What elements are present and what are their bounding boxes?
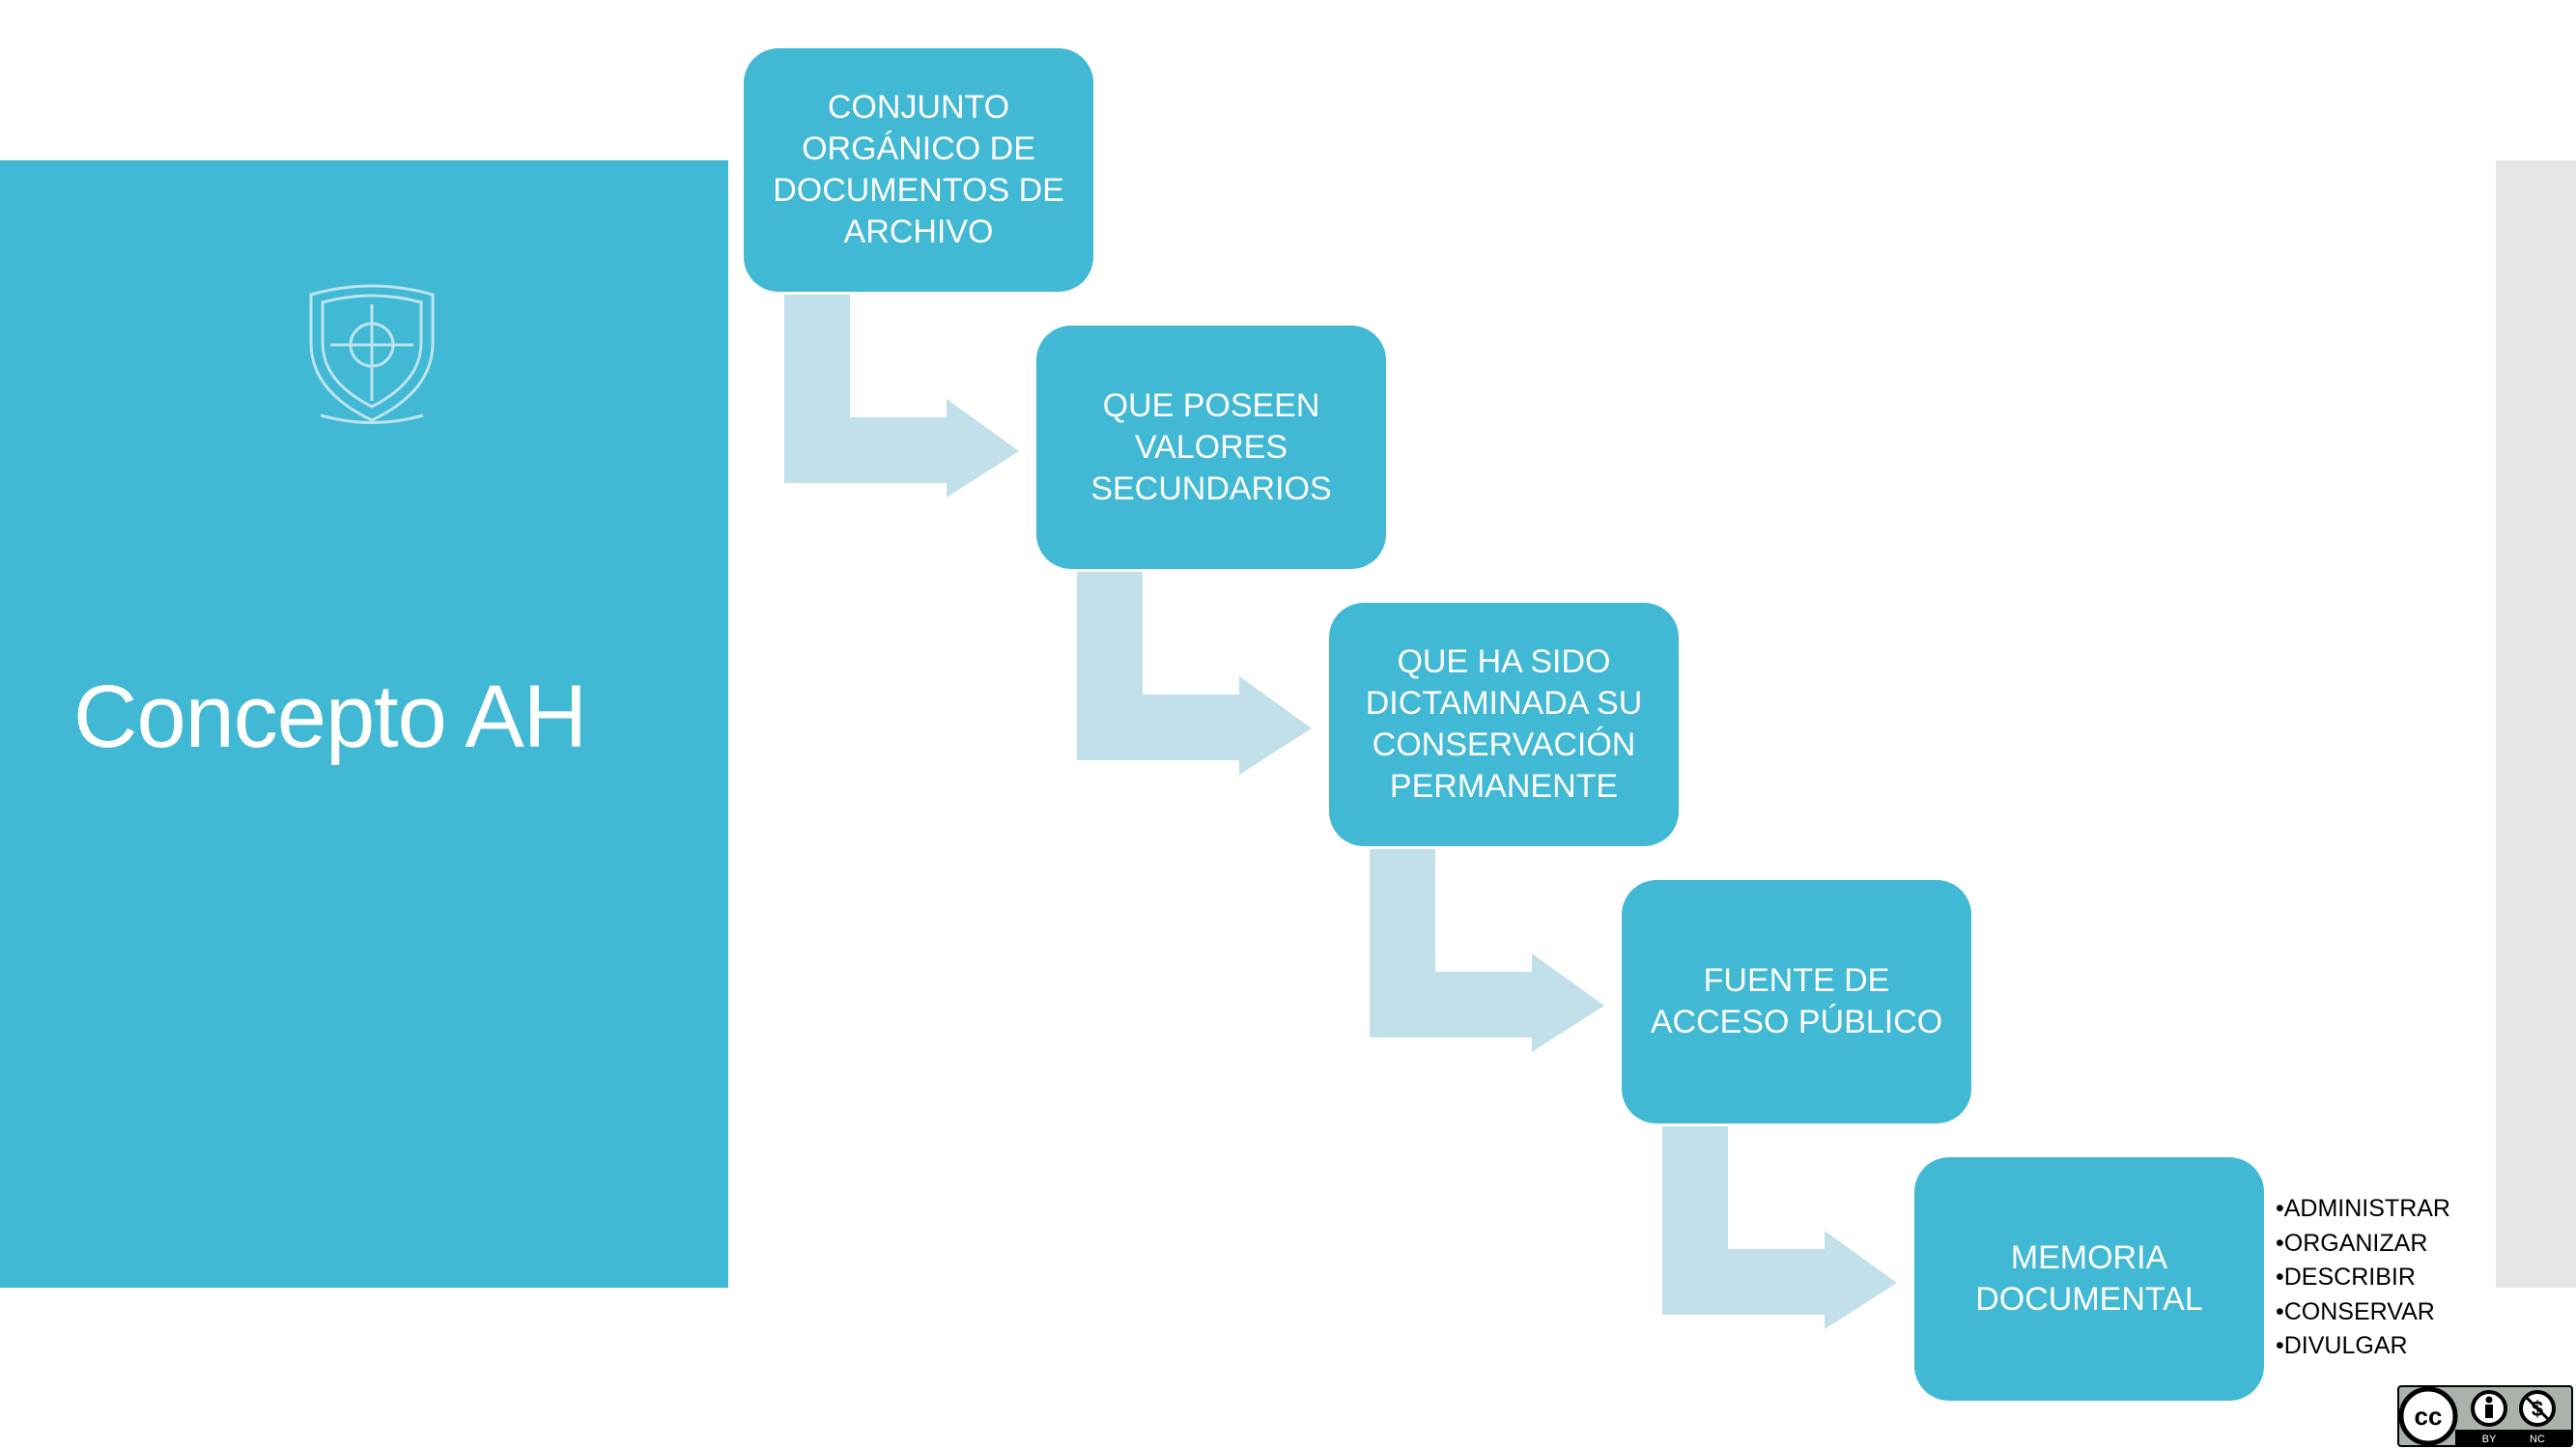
license-by-text: BY xyxy=(2482,1434,2497,1445)
university-shield-logo xyxy=(309,284,435,424)
function-item: •DIVULGAR xyxy=(2276,1332,2408,1359)
functions-list: •ADMINISTRAR •ORGANIZAR •DESCRIBIR •CONS… xyxy=(2276,1192,2450,1364)
step-label: FUENTE DE ACCESO PÚBLICO xyxy=(1650,962,1943,1040)
bent-arrow-3 xyxy=(1370,849,1604,1052)
slide-title: Concepto AH xyxy=(73,668,587,766)
bent-arrow-2 xyxy=(1077,572,1312,775)
function-item: •ADMINISTRAR xyxy=(2276,1195,2450,1222)
step-label: QUE HA SIDO DICTAMINADA SU CONSERVACIÓN … xyxy=(1365,643,1643,805)
step-box-4: FUENTE DE ACCESO PÚBLICO xyxy=(1622,880,1971,1123)
step-box-1: CONJUNTO ORGÁNICO DE DOCUMENTOS DE ARCHI… xyxy=(744,48,1093,292)
right-gray-strip xyxy=(2496,160,2576,1288)
step-box-3: QUE HA SIDO DICTAMINADA SU CONSERVACIÓN … xyxy=(1329,603,1679,846)
step-label: MEMORIA DOCUMENTAL xyxy=(1975,1239,2203,1318)
function-item: •CONSERVAR xyxy=(2276,1297,2435,1325)
step-label: QUE POSEEN VALORES SECUNDARIOS xyxy=(1090,386,1332,507)
svg-text:cc: cc xyxy=(2415,1402,2443,1431)
step-box-5: MEMORIA DOCUMENTAL xyxy=(1914,1157,2264,1401)
bent-arrow-1 xyxy=(784,295,1019,497)
creative-commons-by-nc-icon: cc $ BY NC xyxy=(2397,1385,2573,1447)
step-box-2: QUE POSEEN VALORES SECUNDARIOS xyxy=(1036,326,1386,569)
bent-arrow-4 xyxy=(1662,1126,1897,1329)
function-item: •DESCRIBIR xyxy=(2276,1264,2416,1291)
title-panel xyxy=(0,160,728,1288)
step-label: CONJUNTO ORGÁNICO DE DOCUMENTOS DE ARCHI… xyxy=(773,89,1064,250)
function-item: •ORGANIZAR xyxy=(2276,1229,2428,1257)
license-nc-text: NC xyxy=(2530,1434,2545,1445)
